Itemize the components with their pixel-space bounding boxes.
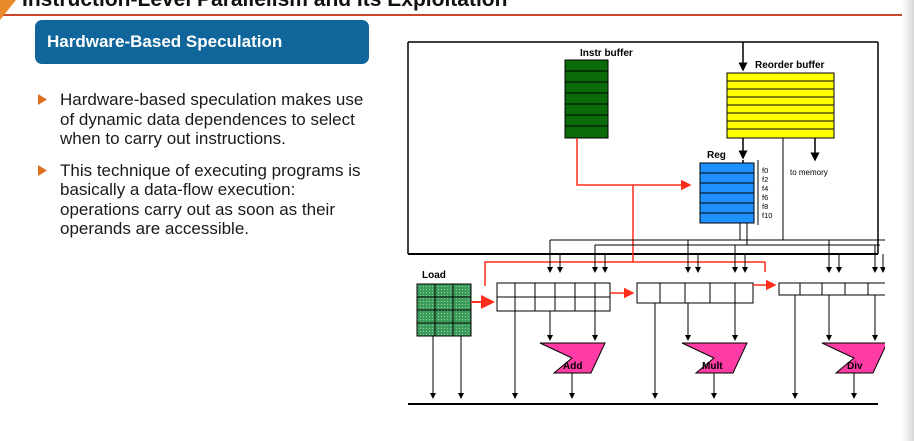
add-unit-label: Add <box>563 361 582 372</box>
rs-to-unit-wires <box>547 295 878 341</box>
reorder-buffer-label: Reorder buffer <box>755 60 825 71</box>
register-name: f2 <box>762 175 768 184</box>
section-header: Hardware-Based Speculation <box>35 20 369 64</box>
register-names: f0 f2 f4 f6 f8 f10 <box>762 166 772 220</box>
load-label: Load <box>422 270 446 281</box>
register-name: f8 <box>762 202 768 211</box>
bullet-text: This technique of executing programs is … <box>60 160 361 239</box>
add-reservation-station <box>496 282 611 312</box>
reorder-buffer <box>726 72 835 139</box>
corner-ornament <box>0 0 16 20</box>
load-buffer <box>416 283 472 337</box>
slide-title-bar: Instruction-Level Parallelism and Its Ex… <box>0 0 914 16</box>
mult-reservation-station <box>636 282 754 304</box>
reg-label: Reg <box>707 150 726 161</box>
div-reservation-station <box>778 282 885 296</box>
result-arrows <box>430 295 857 399</box>
speculation-diagram: Instr buffer Reorder buffer to memory Re… <box>407 41 885 405</box>
instr-buffer-label: Instr buffer <box>580 48 633 59</box>
register-name: f6 <box>762 193 768 202</box>
register-name: f4 <box>762 184 768 193</box>
bullet-item: Hardware-based speculation makes use of … <box>38 90 368 149</box>
section-title: Hardware-Based Speculation <box>47 32 283 51</box>
mult-unit-label: Mult <box>702 361 723 372</box>
div-unit-label: Div <box>847 361 863 372</box>
bullet-text: Hardware-based speculation makes use of … <box>60 90 364 148</box>
to-memory-label: to memory <box>790 168 828 177</box>
bullet-list: Hardware-based speculation makes use of … <box>38 90 368 251</box>
operand-bus-wires <box>547 223 885 273</box>
register-name: f0 <box>762 166 768 175</box>
instr-buffer <box>564 59 609 139</box>
dispatch-wires <box>484 138 766 286</box>
register-name: f10 <box>762 211 772 220</box>
bullet-arrow-icon <box>38 164 47 176</box>
bullet-item: This technique of executing programs is … <box>38 161 368 239</box>
slide-title: Instruction-Level Parallelism and Its Ex… <box>22 0 507 12</box>
register-file <box>699 162 755 224</box>
bullet-arrow-icon <box>38 94 47 105</box>
slide-edge-shadow <box>902 0 914 441</box>
